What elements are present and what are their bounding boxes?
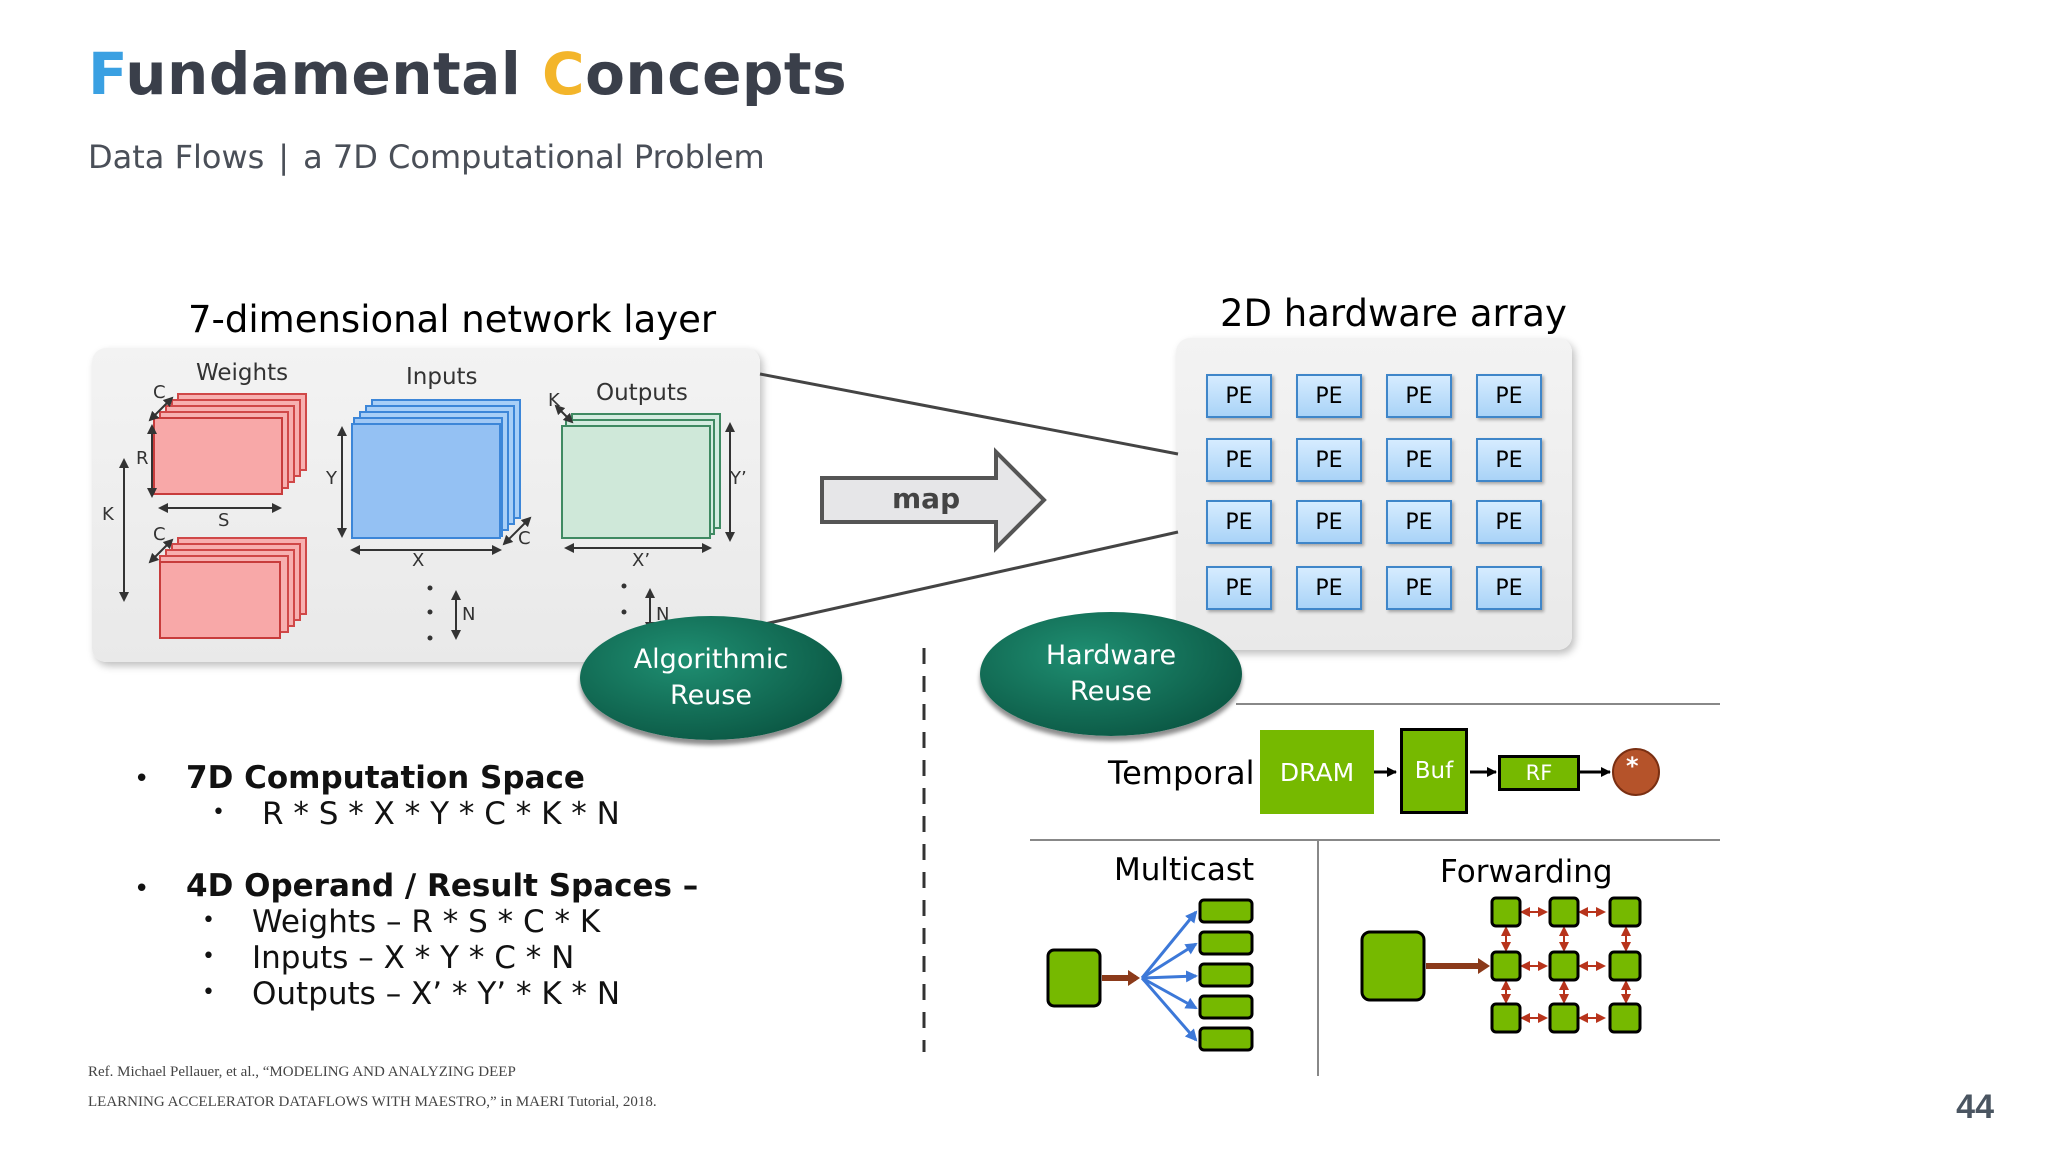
- pe-cell: PE: [1386, 374, 1452, 418]
- weights-stack-bottom: [159, 537, 307, 639]
- inputs-stack: [351, 399, 521, 539]
- bullet-outputs: Outputs – X’ * Y’ * K * N: [252, 976, 621, 1012]
- pe-cell: PE: [1296, 500, 1362, 544]
- multiply-op: [1612, 748, 1660, 796]
- dim-y-prime: Y’: [730, 468, 747, 489]
- map-line-bottom: [759, 530, 1179, 627]
- temporal-label: Temporal: [1108, 754, 1255, 792]
- bullet-7d-formula: R * S * X * Y * C * K * N: [262, 796, 620, 832]
- dim-c-bottom: C: [153, 524, 166, 545]
- dim-x-prime: X’: [632, 550, 651, 571]
- pe-cell: PE: [1476, 500, 1542, 544]
- pe-cell: PE: [1296, 566, 1362, 610]
- pe-cell: PE: [1476, 438, 1542, 482]
- forwarding-source: [1360, 930, 1426, 1002]
- hardware-array-heading: 2D hardware array: [1220, 292, 1567, 335]
- network-layer-heading: 7-dimensional network layer: [188, 298, 717, 341]
- pe-cell: PE: [1206, 566, 1272, 610]
- pe-cell: PE: [1476, 374, 1542, 418]
- multicast-label: Multicast: [1114, 852, 1255, 888]
- pe-cell: PE: [1386, 438, 1452, 482]
- buf-box: Buf: [1400, 728, 1468, 814]
- forwarding-label: Forwarding: [1440, 854, 1613, 890]
- dim-c-inputs: C: [518, 528, 531, 549]
- reference-line-1: Ref. Michael Pellauer, et al., “MODELING…: [88, 1064, 516, 1080]
- dim-k-outputs: K: [548, 390, 560, 411]
- map-line-top: [759, 372, 1179, 456]
- multicast-targets: [1198, 898, 1254, 1052]
- weights-stack-top: [153, 393, 307, 495]
- pe-cell: PE: [1206, 500, 1272, 544]
- dim-c-top: C: [153, 382, 166, 403]
- multiply-label: *: [1626, 752, 1639, 780]
- inputs-label: Inputs: [406, 364, 478, 390]
- map-label: map: [892, 482, 961, 515]
- pe-cell: PE: [1206, 374, 1272, 418]
- forwarding-grid: [1490, 896, 1642, 1034]
- reference-line-2: LEARNING ACCELERATOR DATAFLOWS WITH MAES…: [88, 1094, 657, 1110]
- dim-x: X: [412, 550, 425, 571]
- slide-title: Fundamental Concepts: [88, 40, 848, 108]
- page-number: 44: [1956, 1088, 1994, 1126]
- pe-cell: PE: [1296, 438, 1362, 482]
- pe-cell: PE: [1206, 438, 1272, 482]
- dim-n-inputs: N: [462, 604, 476, 625]
- pe-cell: PE: [1296, 374, 1362, 418]
- bullet-weights: Weights – R * S * C * K: [252, 904, 601, 940]
- map-arrow: [820, 447, 1047, 553]
- bullet-inputs: Inputs – X * Y * C * N: [252, 940, 575, 976]
- bullet-7d-space: 7D Computation Space: [186, 760, 585, 796]
- rf-box: RF: [1498, 755, 1580, 791]
- pe-cell: PE: [1386, 500, 1452, 544]
- pe-cell: PE: [1386, 566, 1452, 610]
- weights-label: Weights: [196, 360, 289, 386]
- dim-r: R: [136, 448, 149, 469]
- slide-subtitle: Data Flows|a 7D Computational Problem: [88, 138, 765, 176]
- dram-box: DRAM: [1260, 730, 1374, 814]
- pe-cell: PE: [1476, 566, 1542, 610]
- outputs-label: Outputs: [596, 380, 688, 406]
- dim-y: Y: [326, 468, 337, 489]
- outputs-stack: [561, 413, 721, 539]
- multicast-source: [1046, 948, 1102, 1008]
- dim-s: S: [218, 510, 230, 531]
- dim-k-side: K: [102, 504, 114, 525]
- bullet-4d-spaces: 4D Operand / Result Spaces –: [186, 868, 699, 904]
